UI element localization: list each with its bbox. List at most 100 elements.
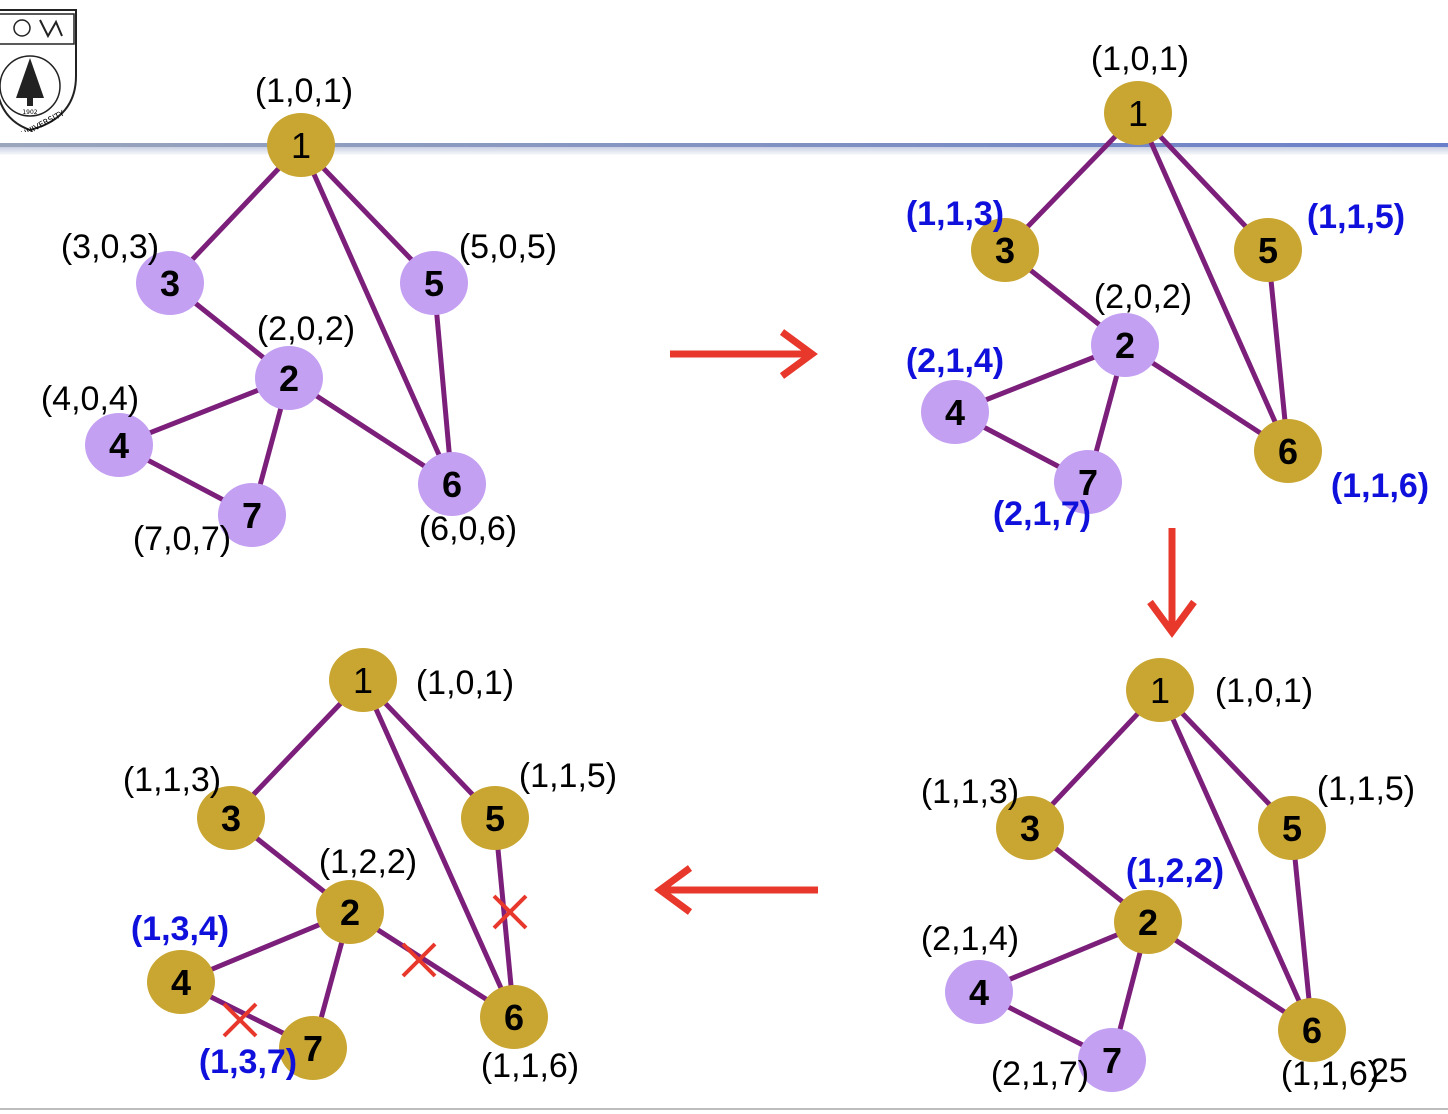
node-label: 5	[1258, 230, 1278, 271]
arrow-right-icon	[670, 329, 818, 379]
node-5: 5	[461, 786, 529, 850]
node-label: 7	[1078, 462, 1098, 503]
node-label: 5	[485, 798, 505, 839]
node-label: 2	[340, 892, 360, 933]
state-label-1: (1,0,1)	[416, 664, 514, 702]
graph-panel-bottom-left: 1234567(1,0,1)(1,1,3)(1,1,5)(1,2,2)(1,3,…	[123, 648, 617, 1085]
node-5: 5	[1234, 218, 1302, 282]
node-label: 3	[160, 263, 180, 304]
node-7: 7	[218, 483, 286, 547]
state-label-2: (2,0,2)	[257, 310, 355, 348]
state-label-2: (1,2,2)	[1126, 852, 1224, 890]
state-label-1: (1,0,1)	[1215, 672, 1313, 710]
header-rule	[0, 143, 1448, 155]
node-circle	[267, 113, 335, 177]
removed-edge-cross-icon	[401, 942, 437, 978]
node-1: 1	[1104, 81, 1172, 145]
node-5: 5	[1258, 796, 1326, 860]
state-label-3: (1,1,3)	[906, 195, 1004, 233]
node-label: 6	[1278, 431, 1298, 472]
node-label: 2	[279, 358, 299, 399]
state-label-4: (2,1,4)	[906, 342, 1004, 380]
edge-5-6	[1265, 247, 1291, 454]
node-circle	[136, 251, 204, 315]
state-label-1: (1,0,1)	[1091, 40, 1189, 78]
node-label: 4	[945, 392, 965, 433]
state-label-1: (1,0,1)	[255, 72, 353, 110]
node-1: 1	[329, 648, 397, 712]
node-label: 7	[303, 1028, 323, 1069]
node-label: 1	[291, 125, 311, 166]
edge-1-6	[298, 142, 455, 487]
node-label: 1	[1150, 670, 1170, 711]
graph-panel-bottom-right: 1 2 3 4 5 6 7 (1,0,1) (1,1,3) (1,1,5) (1,2,2) (2,1,…	[921, 658, 1415, 1093]
node-circle	[996, 796, 1064, 860]
node-label: 4	[109, 425, 129, 466]
edge-1-6	[1157, 687, 1315, 1033]
node-6: 6	[1254, 419, 1322, 483]
state-label-3: (1,1,3)	[123, 761, 221, 799]
node-5: 5	[400, 251, 468, 315]
node-2: 2	[316, 880, 384, 944]
node-6: 6	[1278, 998, 1346, 1062]
node-circle	[480, 985, 548, 1049]
node-circle	[279, 1016, 347, 1080]
node-label: 3	[1020, 808, 1040, 849]
node-label: 3	[995, 230, 1015, 271]
state-label-2: (2,0,2)	[1094, 278, 1192, 316]
node-6: 6	[418, 452, 486, 516]
arrow-down-icon	[1147, 528, 1197, 638]
node-circle	[945, 960, 1013, 1024]
node-circle	[418, 452, 486, 516]
edge-1-6	[1135, 110, 1291, 454]
state-label-5: (1,1,5)	[1317, 770, 1415, 808]
node-circle	[461, 786, 529, 850]
node-4: 4	[945, 960, 1013, 1024]
node-label: 7	[242, 495, 262, 536]
node-circle	[85, 413, 153, 477]
node-circle	[1126, 658, 1194, 722]
removed-edge-cross-icon	[492, 894, 528, 930]
node-label: 1	[353, 660, 373, 701]
node-circle	[1054, 450, 1122, 514]
node-label: 2	[1138, 902, 1158, 943]
state-label-7: (1,3,7)	[199, 1043, 297, 1081]
node-circle	[1078, 1028, 1146, 1092]
node-circle	[1254, 419, 1322, 483]
node-3: 3	[971, 218, 1039, 282]
node-circle	[921, 380, 989, 444]
node-circle	[1114, 890, 1182, 954]
edge-1-6	[360, 677, 517, 1020]
footer-rule	[0, 1108, 1448, 1110]
node-label: 4	[171, 962, 191, 1003]
state-label-5: (5,0,5)	[459, 228, 557, 266]
node-7: 7	[1054, 450, 1122, 514]
removed-edge-cross-icon	[222, 1002, 258, 1038]
node-4: 4	[85, 413, 153, 477]
node-circle	[255, 346, 323, 410]
state-label-6: (6,0,6)	[419, 510, 517, 548]
state-label-6: (1,1,6)	[1281, 1055, 1379, 1093]
node-label: 1	[1128, 93, 1148, 134]
state-label-6: (1,1,6)	[1331, 467, 1429, 505]
node-3: 3	[136, 251, 204, 315]
node-circle	[316, 880, 384, 944]
node-label: 7	[1102, 1040, 1122, 1081]
university-logo-icon: 1902 UNIVERSITY	[0, 9, 77, 132]
state-label-4: (4,0,4)	[41, 380, 139, 418]
node-circle	[329, 648, 397, 712]
state-label-4: (2,1,4)	[921, 920, 1019, 958]
node-circle	[1278, 998, 1346, 1062]
node-label: 2	[1115, 325, 1135, 366]
node-2: 2	[1114, 890, 1182, 954]
node-1: 1	[267, 113, 335, 177]
node-3: 3	[197, 786, 265, 850]
node-3: 3	[996, 796, 1064, 860]
state-label-7: (2,1,7)	[993, 495, 1091, 533]
node-4: 4	[921, 380, 989, 444]
state-label-5: (1,1,5)	[1307, 198, 1405, 236]
state-label-5: (1,1,5)	[519, 757, 617, 795]
state-label-3: (1,1,3)	[921, 773, 1019, 811]
node-2: 2	[1091, 313, 1159, 377]
